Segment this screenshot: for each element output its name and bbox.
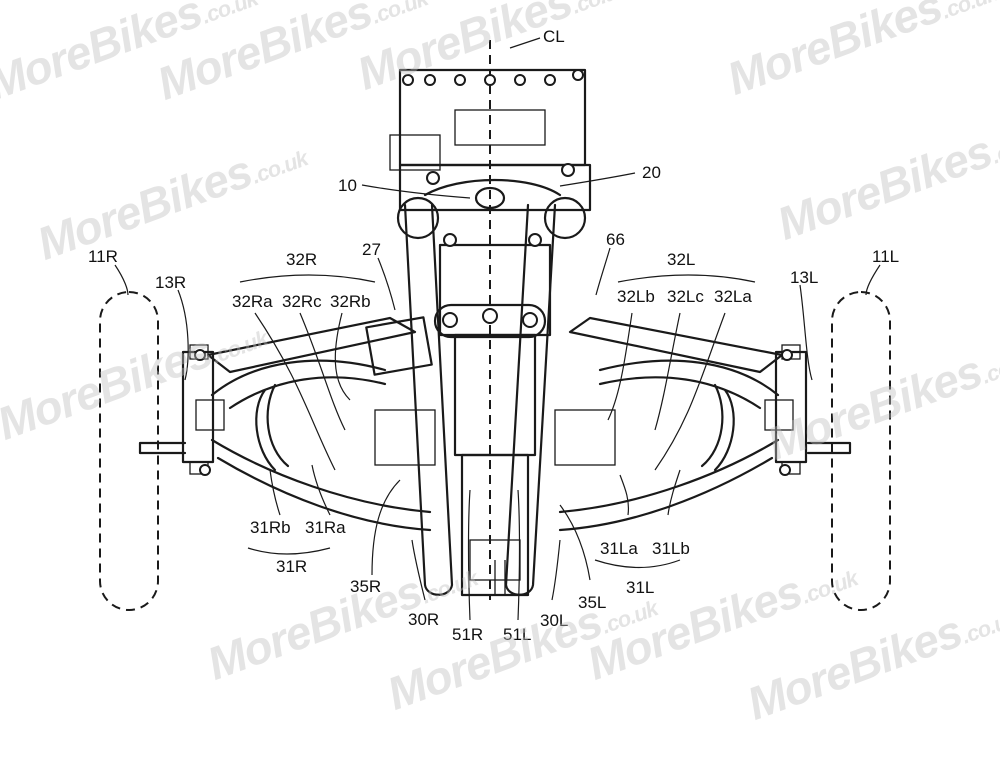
label-35r: 35R <box>350 577 381 596</box>
leader-lines <box>114 172 881 621</box>
knuckle-right-13r <box>181 344 225 475</box>
actuator-27 <box>365 316 433 376</box>
label-51l: 51L <box>503 625 531 644</box>
label-32rb: 32Rb <box>330 292 371 311</box>
label-51r: 51R <box>452 625 483 644</box>
label-32ra: 32Ra <box>232 292 273 311</box>
label-31r: 31R <box>276 557 307 576</box>
label-31lb: 31Lb <box>652 539 690 558</box>
label-32l: 32L <box>667 250 695 269</box>
center-line <box>489 37 541 600</box>
label-32la: 32La <box>714 287 752 306</box>
label-32lc: 32Lc <box>667 287 704 306</box>
lower-arm-31r <box>210 383 432 532</box>
label-30l: 30L <box>540 611 568 630</box>
label-31l: 31L <box>626 578 654 597</box>
wheel-left-11l <box>831 291 891 611</box>
strut-heads <box>396 178 587 240</box>
label-13r: 13R <box>155 273 186 292</box>
bolts <box>194 69 793 476</box>
upper-arm-32r <box>206 316 417 410</box>
label-11l: 11L <box>872 247 899 266</box>
label-13l: 13L <box>790 268 818 287</box>
label-10: 10 <box>338 176 357 195</box>
label-32lb: 32Lb <box>617 287 655 306</box>
label-31ra: 31Ra <box>305 518 346 537</box>
strut-30l <box>504 203 557 596</box>
label-31la: 31La <box>600 539 638 558</box>
label-32r: 32R <box>286 250 317 269</box>
label-20: 20 <box>642 163 661 182</box>
label-30r: 30R <box>408 610 439 629</box>
lower-arm-31l <box>558 383 780 532</box>
label-31rb: 31Rb <box>250 518 291 537</box>
label-66: 66 <box>606 230 625 249</box>
strut-30r <box>403 203 454 596</box>
axle-stubs <box>138 441 852 455</box>
label-32rc: 32Rc <box>282 292 322 311</box>
part-labels: CL 10 20 27 66 11R 11L 13R 13L 32R 32L 3… <box>88 27 899 644</box>
label-cl: CL <box>543 27 565 46</box>
label-27: 27 <box>362 240 381 259</box>
label-35l: 35L <box>578 593 606 612</box>
wheel-right-11r <box>99 291 159 611</box>
middle-link <box>433 303 547 339</box>
label-11r: 11R <box>88 247 118 266</box>
